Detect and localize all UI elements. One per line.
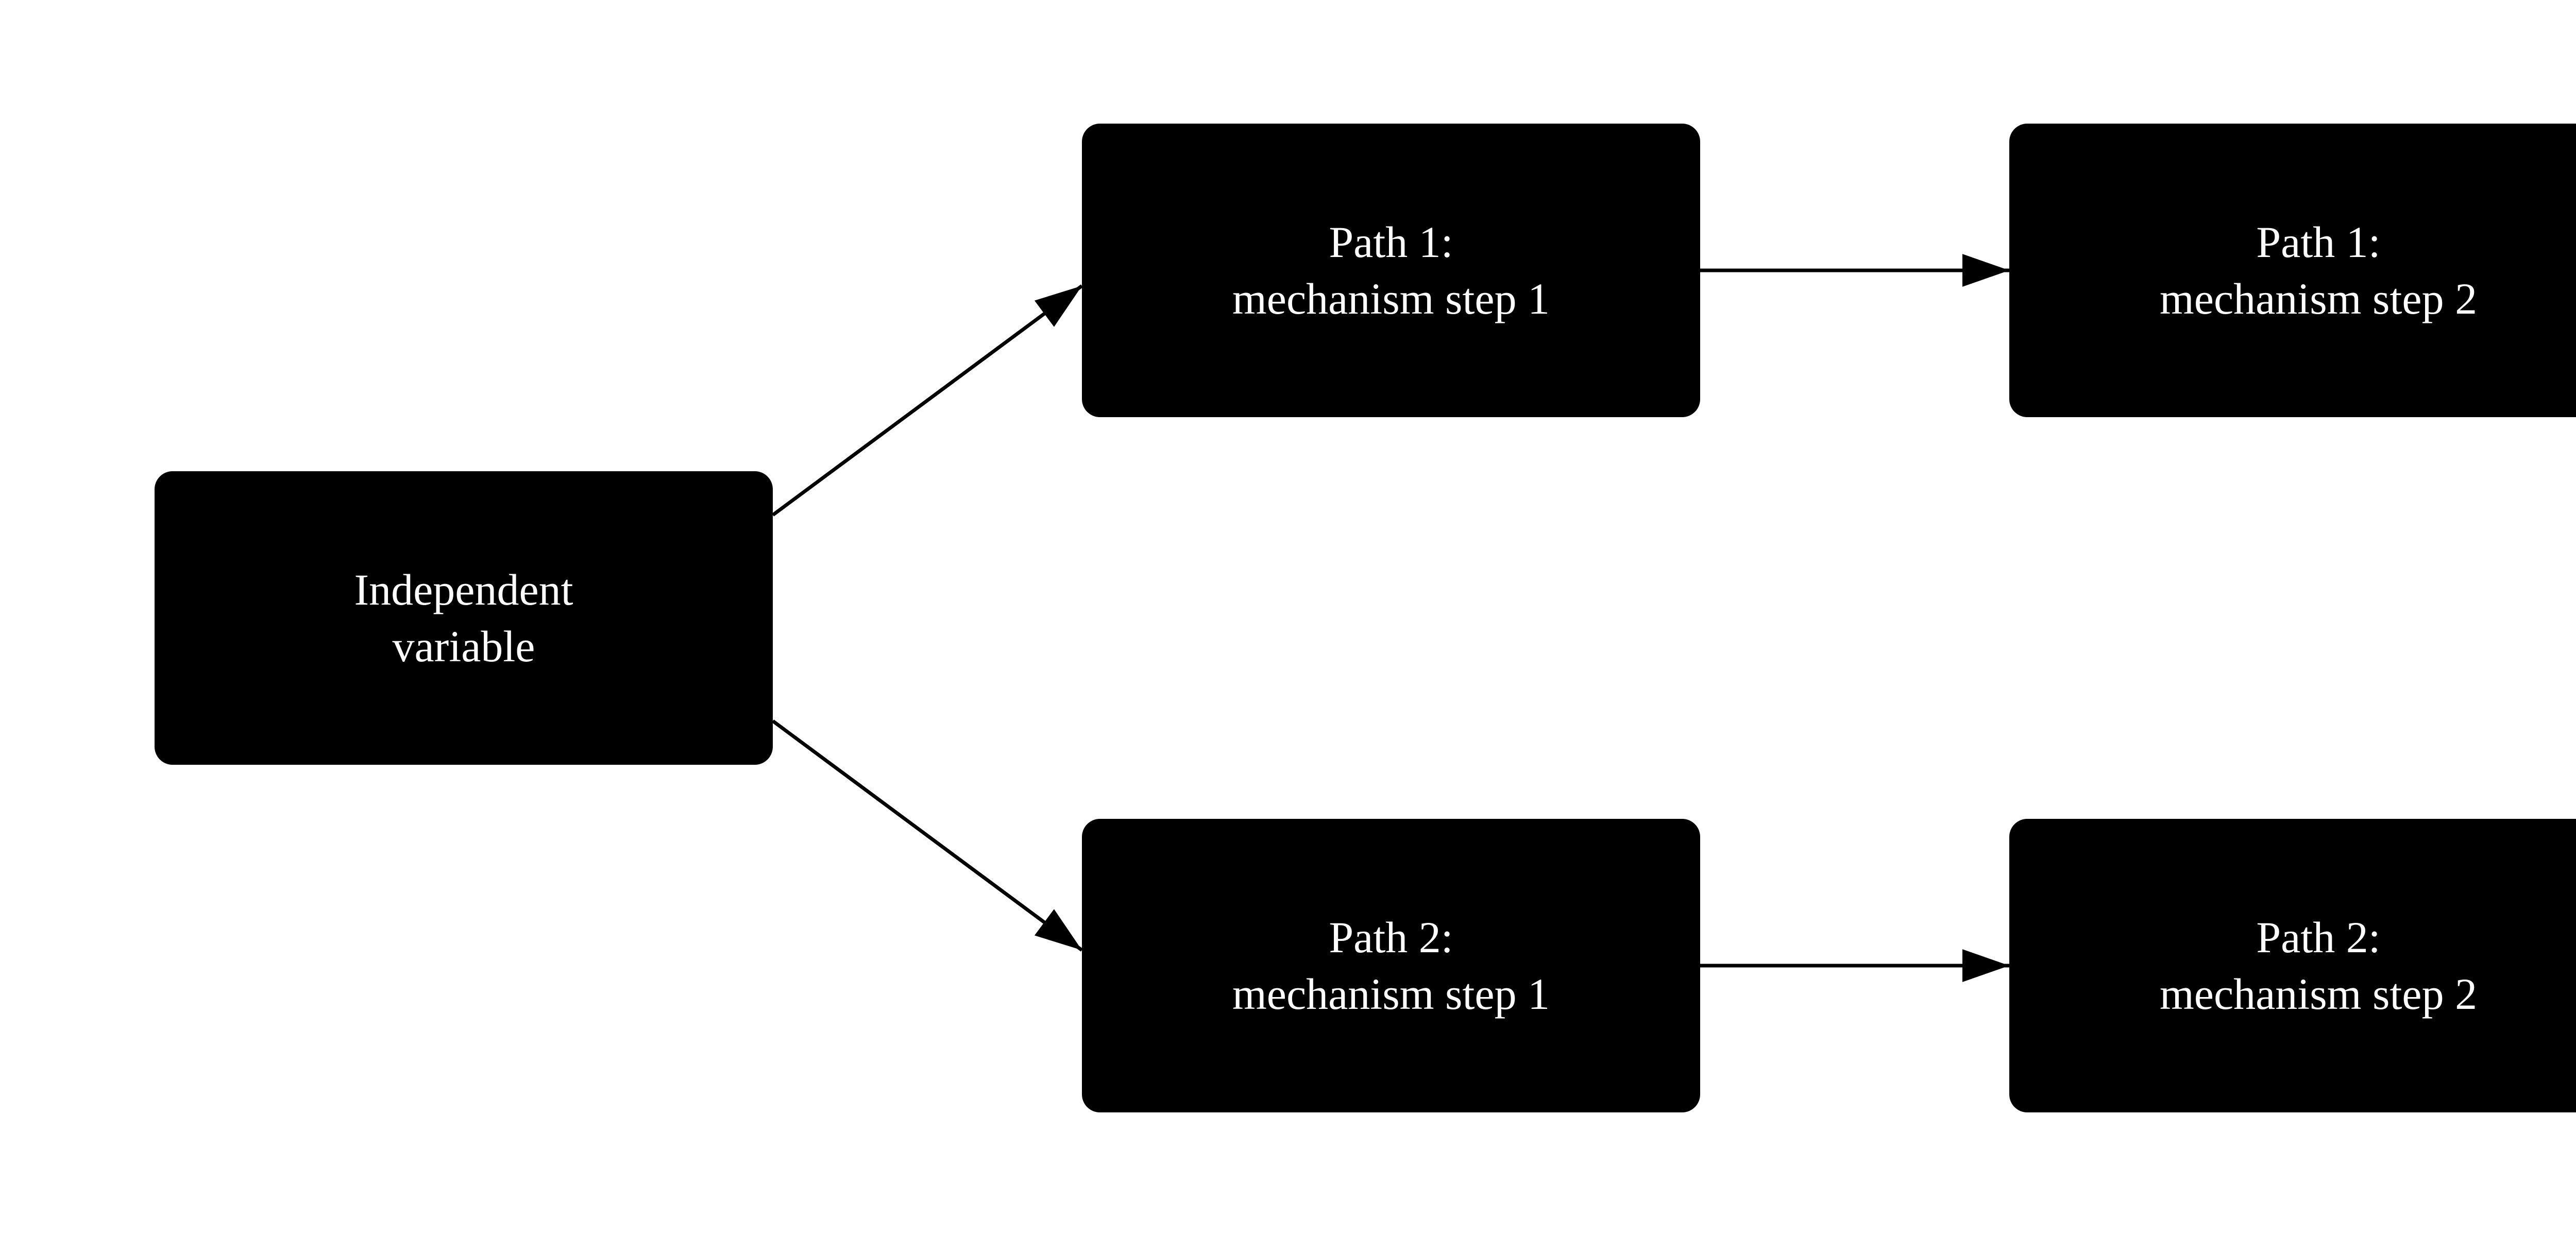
node-label-line: Path 1: [2256,217,2381,267]
node-label-line: mechanism step 2 [2159,274,2478,323]
node-path1-mechanism-step1: Path 1: mechanism step 1 [1082,124,1700,417]
node-path2-mechanism-step1: Path 2: mechanism step 1 [1082,819,1700,1112]
node-independent-variable: Independent variable [155,471,773,765]
node-path2-mechanism-step2: Path 2: mechanism step 2 [2009,819,2576,1112]
node-label-line: mechanism step 1 [1232,969,1550,1019]
node-label-line: Independent [354,564,573,614]
node-label-line: Path 2: [1329,912,1453,962]
node-label-line: Path 1: [1329,217,1453,267]
node-label-line: variable [392,622,535,671]
edge-independent-to-path1-step1 [771,284,1083,517]
edge-independent-to-path2-step1 [771,719,1083,952]
node-label-line: mechanism step 2 [2159,969,2478,1019]
node-path1-mechanism-step2: Path 1: mechanism step 2 [2009,124,2576,417]
node-label-line: Path 2: [2256,912,2381,962]
node-label-line: mechanism step 1 [1232,274,1550,323]
